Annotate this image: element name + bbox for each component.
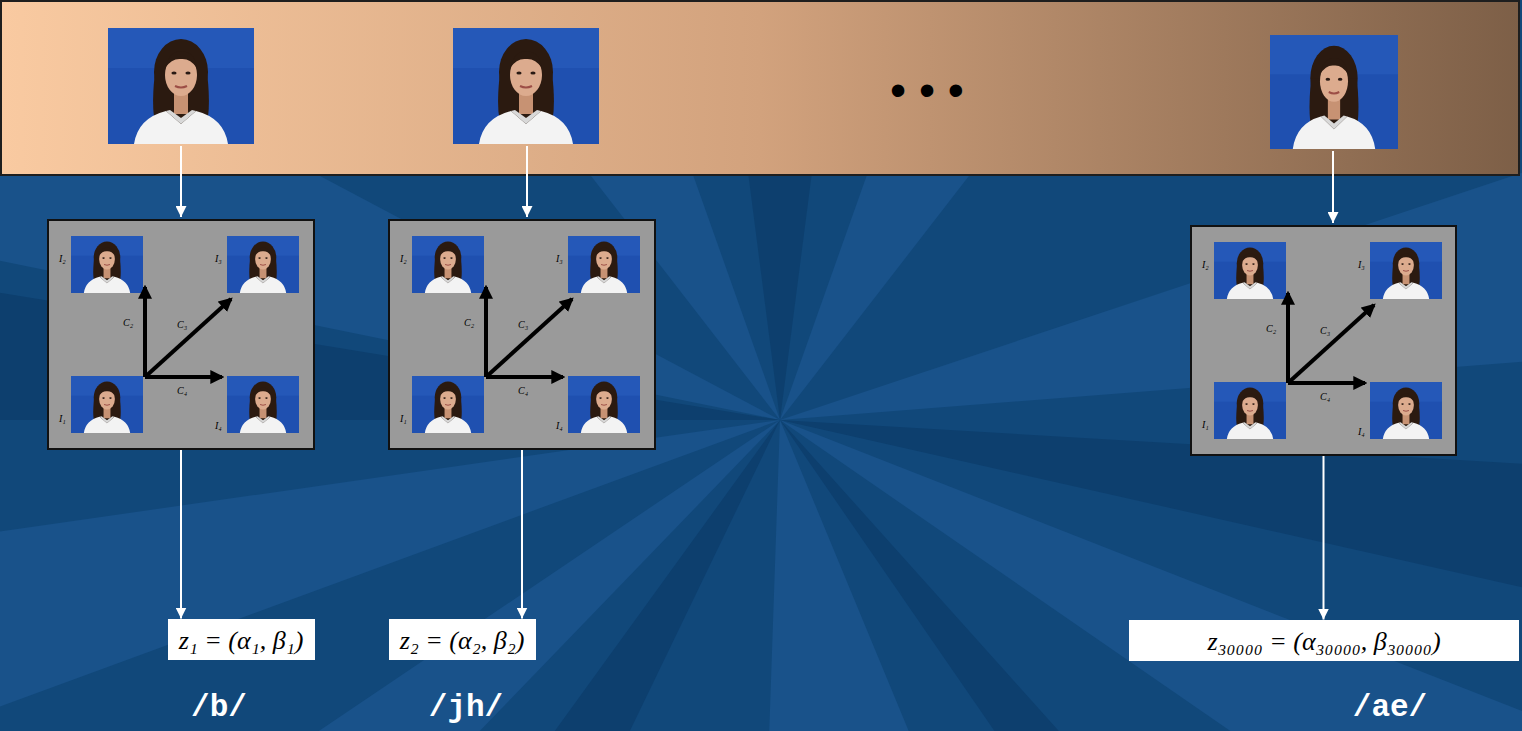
basis-panel: I₂ I₃ C₂ C₃ C₄ I₁ I₄ [1190,225,1457,456]
basis-panel: I₂ I₃ C₂ C₃ C₄ I₁ I₄ [47,219,315,450]
coefficient-formula: z₂ = (α₂, β₂) [400,626,525,655]
basis-axis [1286,293,1290,383]
phoneme-label: /jh/ [429,691,503,725]
flow-arrow [521,450,523,619]
panel-fill [47,219,315,450]
panel-fill [1190,225,1457,456]
basis-label: C₄ [177,385,187,396]
basis-image [1214,382,1286,439]
basis-label: C₂ [123,317,133,328]
basis-image [412,376,484,433]
basis-label: I₄ [556,420,563,431]
video-frame [453,28,599,144]
basis-label: C₃ [1320,325,1330,336]
basis-axis [145,299,231,377]
basis-label: C₂ [1266,323,1276,334]
flow-arrow [180,450,182,619]
basis-illustration [47,219,315,450]
basis-label: I₂ [1202,259,1209,270]
video-frames-band [1,1,1519,175]
basis-image [1370,242,1442,299]
phoneme-label: /b/ [191,691,247,725]
basis-illustration [388,219,656,450]
video-frame [108,28,254,144]
basis-label: C₂ [464,317,474,328]
coefficient-formula: z₁ = (α₁, β₁) [179,626,304,655]
basis-label: C₄ [518,385,528,396]
frame-arrow [180,146,182,217]
basis-label: C₄ [1320,391,1330,402]
basis-image [568,376,640,433]
basis-image [71,376,143,433]
basis-image [568,236,640,293]
basis-axis [486,299,572,377]
basis-axis [484,287,488,377]
frame-arrows [181,146,1333,223]
basis-label: I₃ [1358,259,1365,270]
basis-axis [486,375,563,379]
basis-panel: I₂ I₃ C₂ C₃ C₄ I₁ I₄ [388,219,656,450]
basis-image [71,236,143,293]
basis-label: C₃ [518,319,528,330]
basis-label: C₃ [177,319,187,330]
basis-axis [145,375,222,379]
basis-label: I₃ [215,253,222,264]
ellipsis-dots: • • • [890,67,964,113]
basis-image [412,236,484,293]
basis-label: I₁ [1202,419,1209,430]
phoneme-label: /ae/ [1353,691,1427,725]
coefficient-box: z₂ = (α₂, β₂) [389,619,536,660]
basis-illustration [1190,225,1457,456]
basis-label: I₂ [400,253,407,264]
basis-image [227,236,299,293]
frame-arrow [526,146,528,217]
basis-label: I₂ [59,253,66,264]
basis-image [227,376,299,433]
coefficient-formula: z₃₀₀₀₀ = (α₃₀₀₀₀, β₃₀₀₀₀) [1207,627,1440,656]
basis-axis [1288,305,1374,383]
basis-axis [1288,381,1365,385]
panel-fill [388,219,656,450]
coefficient-box: z₁ = (α₁, β₁) [168,619,315,660]
basis-label: I₁ [400,413,407,424]
video-frame [1270,35,1398,149]
frames-band [1,1,1519,175]
basis-image [1370,382,1442,439]
basis-label: I₃ [556,253,563,264]
basis-axis [143,287,147,377]
flow-arrow [1323,456,1325,620]
basis-label: I₄ [1358,426,1365,437]
basis-label: I₄ [215,420,222,431]
basis-label: I₁ [59,413,66,424]
coefficient-box: z₃₀₀₀₀ = (α₃₀₀₀₀, β₃₀₀₀₀) [1129,620,1519,661]
basis-image [1214,242,1286,299]
frame-arrow [1332,151,1334,223]
